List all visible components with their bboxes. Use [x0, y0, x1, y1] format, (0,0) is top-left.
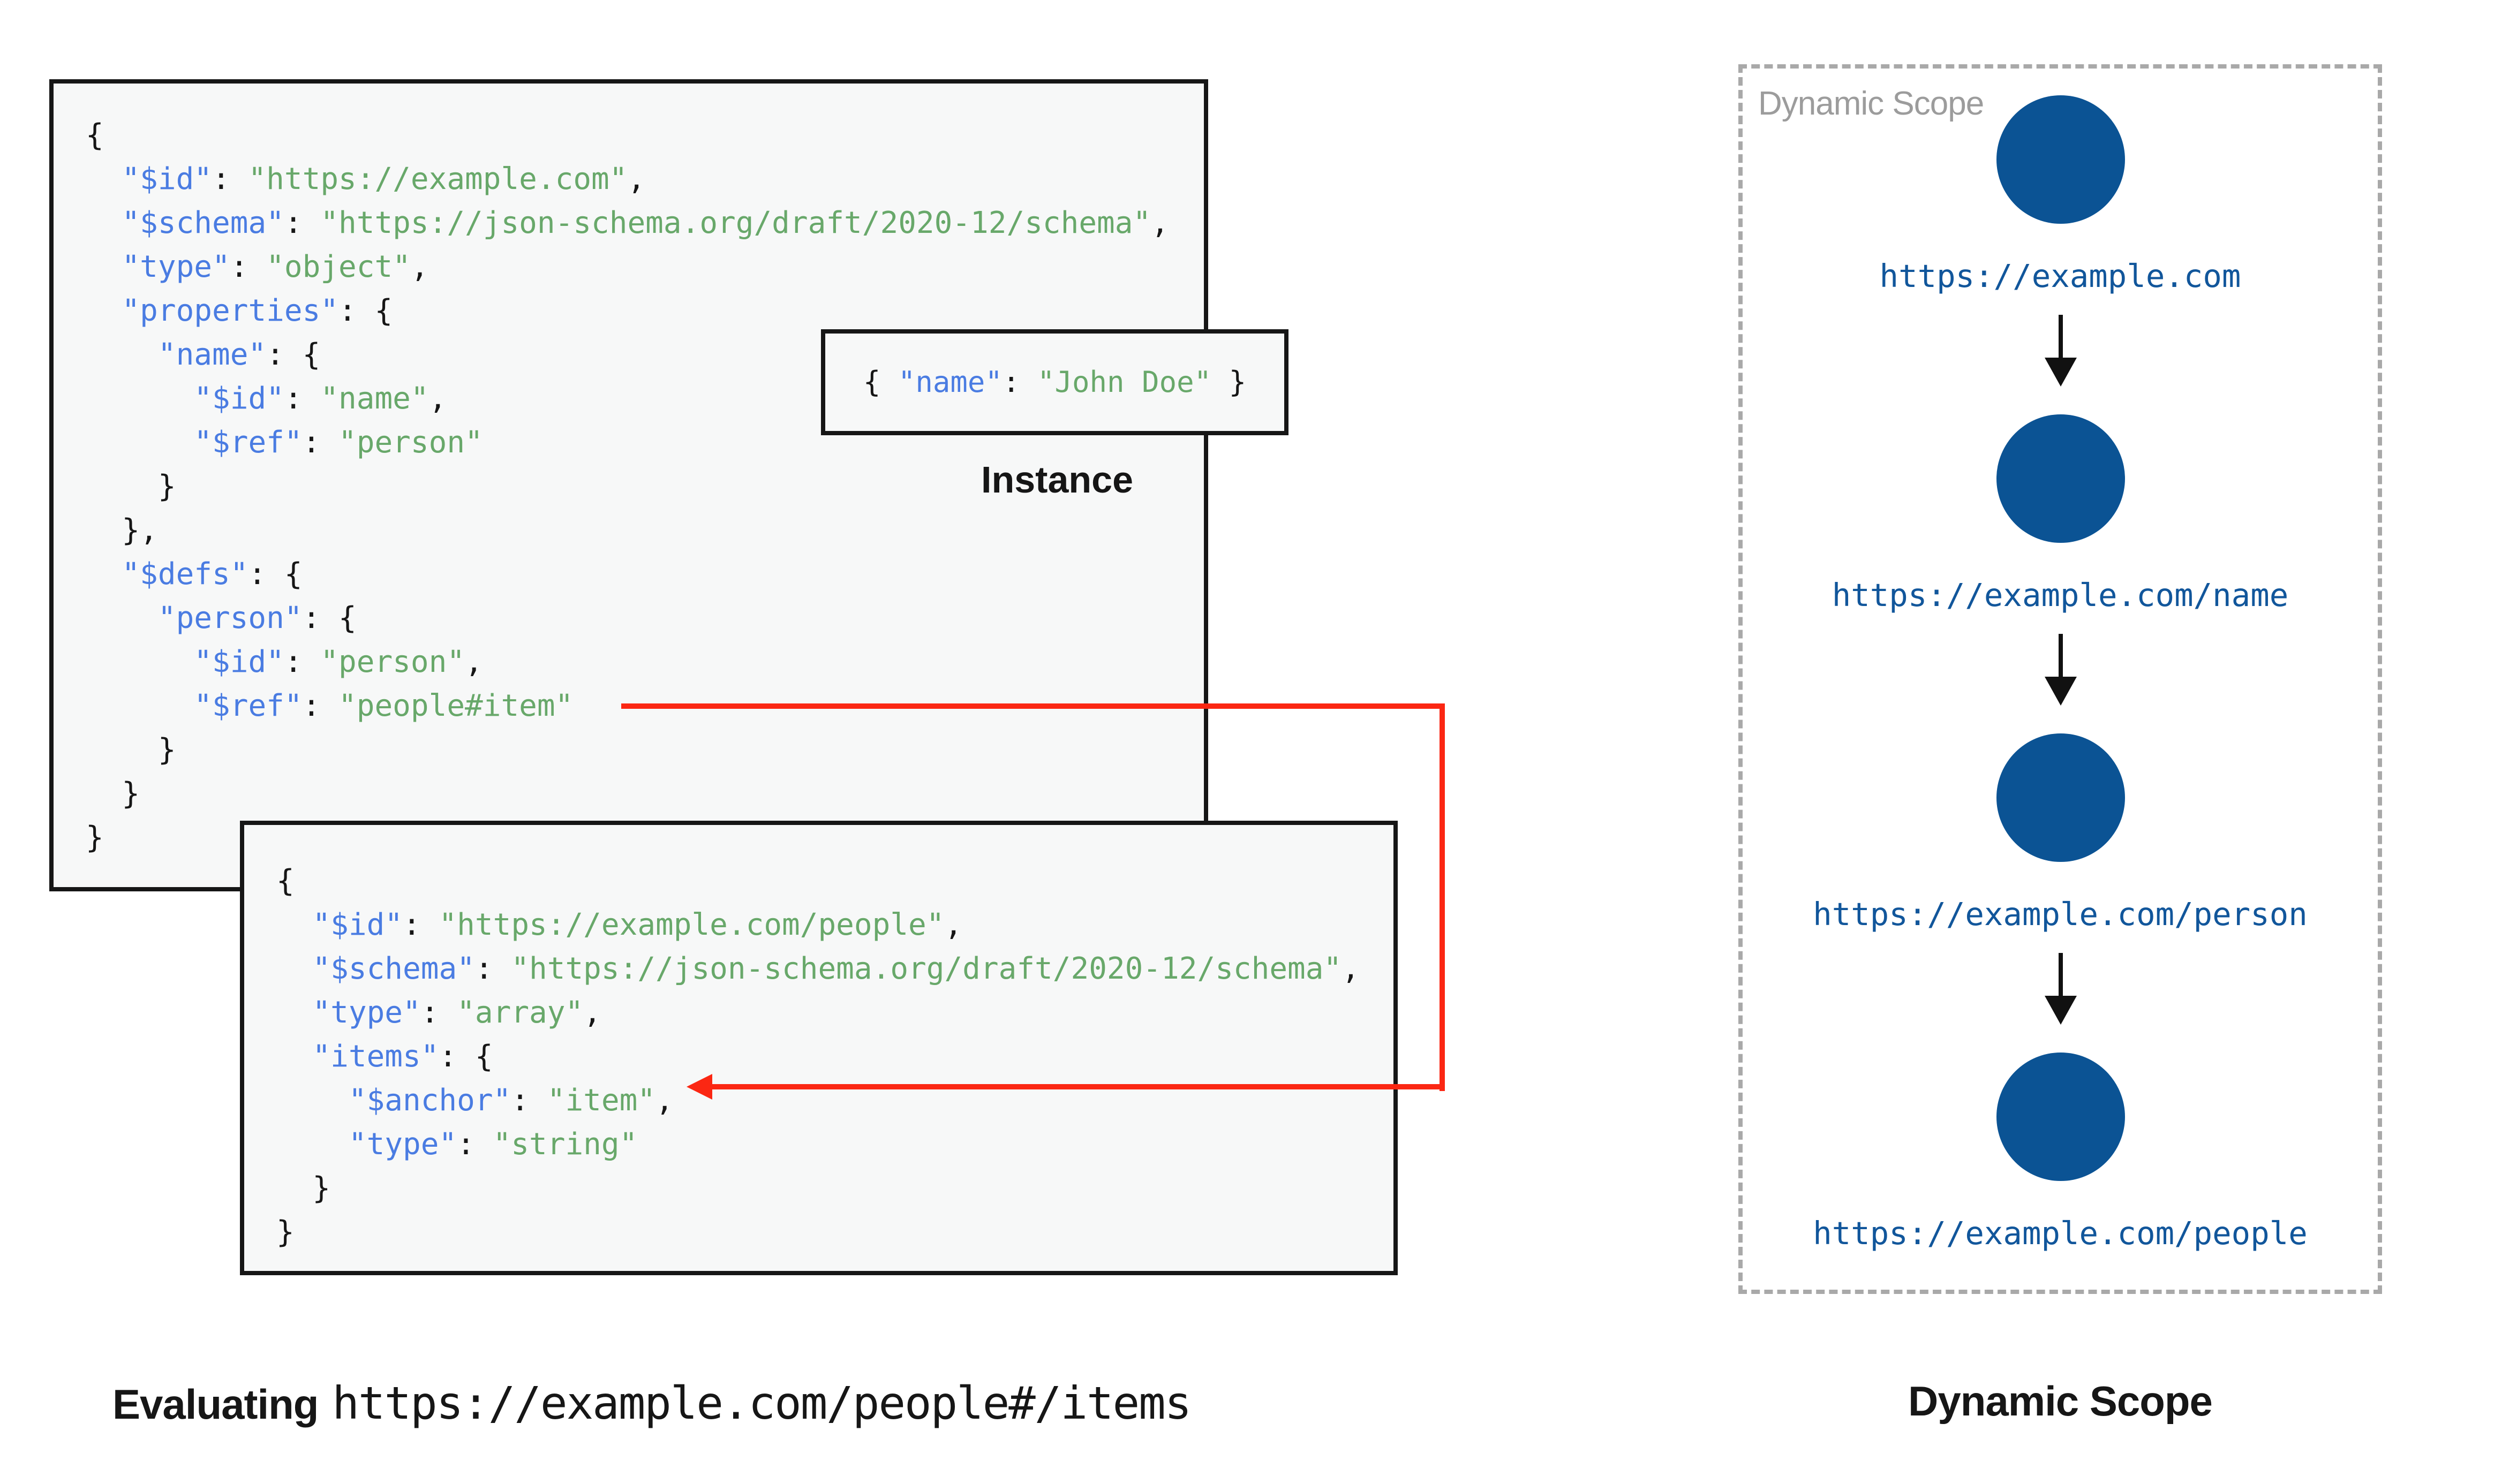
scope-node-url-4: https://example.com/people	[1813, 1215, 2308, 1252]
instance-code: { "name": "John Doe" }	[863, 365, 1247, 399]
down-arrowhead-icon	[2045, 358, 2077, 387]
schema-b-box: { "$id": "https://example.com/people", "…	[240, 821, 1398, 1275]
evaluating-uri: https://example.com/people#/items	[332, 1377, 1192, 1429]
instance-caption: Instance	[981, 459, 1133, 501]
evaluating-label: Evaluating	[112, 1381, 319, 1428]
dynamic-scope-caption: Dynamic Scope	[1908, 1377, 2213, 1425]
dynamic-scope-box	[1738, 64, 2382, 1294]
schema-b-code: { "$id": "https://example.com/people", "…	[276, 864, 1360, 1250]
ref-connector-arrowhead-icon	[687, 1074, 712, 1100]
instance-box: { "name": "John Doe" }	[821, 329, 1288, 435]
scope-node-circle-1	[1996, 95, 2125, 224]
down-arrowhead-icon	[2045, 996, 2077, 1025]
scope-node-circle-2	[1996, 414, 2125, 543]
schema-a-box: { "$id": "https://example.com", "$schema…	[49, 79, 1208, 891]
scope-node-url-2: https://example.com/name	[1832, 577, 2289, 614]
ref-connector-top-segment	[621, 703, 1445, 709]
scope-node-url-1: https://example.com	[1879, 258, 2241, 294]
scope-node-circle-4	[1996, 1053, 2125, 1181]
schema-a-code: { "$id": "https://example.com", "$schema…	[86, 118, 1169, 855]
down-arrow-icon	[2059, 634, 2063, 677]
evaluating-caption: Evaluating https://example.com/people#/i…	[112, 1377, 1192, 1429]
scope-node-circle-3	[1996, 733, 2125, 862]
down-arrowhead-icon	[2045, 677, 2077, 706]
scope-node-url-3: https://example.com/person	[1813, 896, 2308, 933]
ref-connector-bottom-segment	[710, 1084, 1440, 1089]
dynamic-scope-title: Dynamic Scope	[1758, 85, 1984, 122]
down-arrow-icon	[2059, 953, 2063, 996]
ref-connector-vertical-segment	[1440, 703, 1445, 1091]
down-arrow-icon	[2059, 315, 2063, 358]
